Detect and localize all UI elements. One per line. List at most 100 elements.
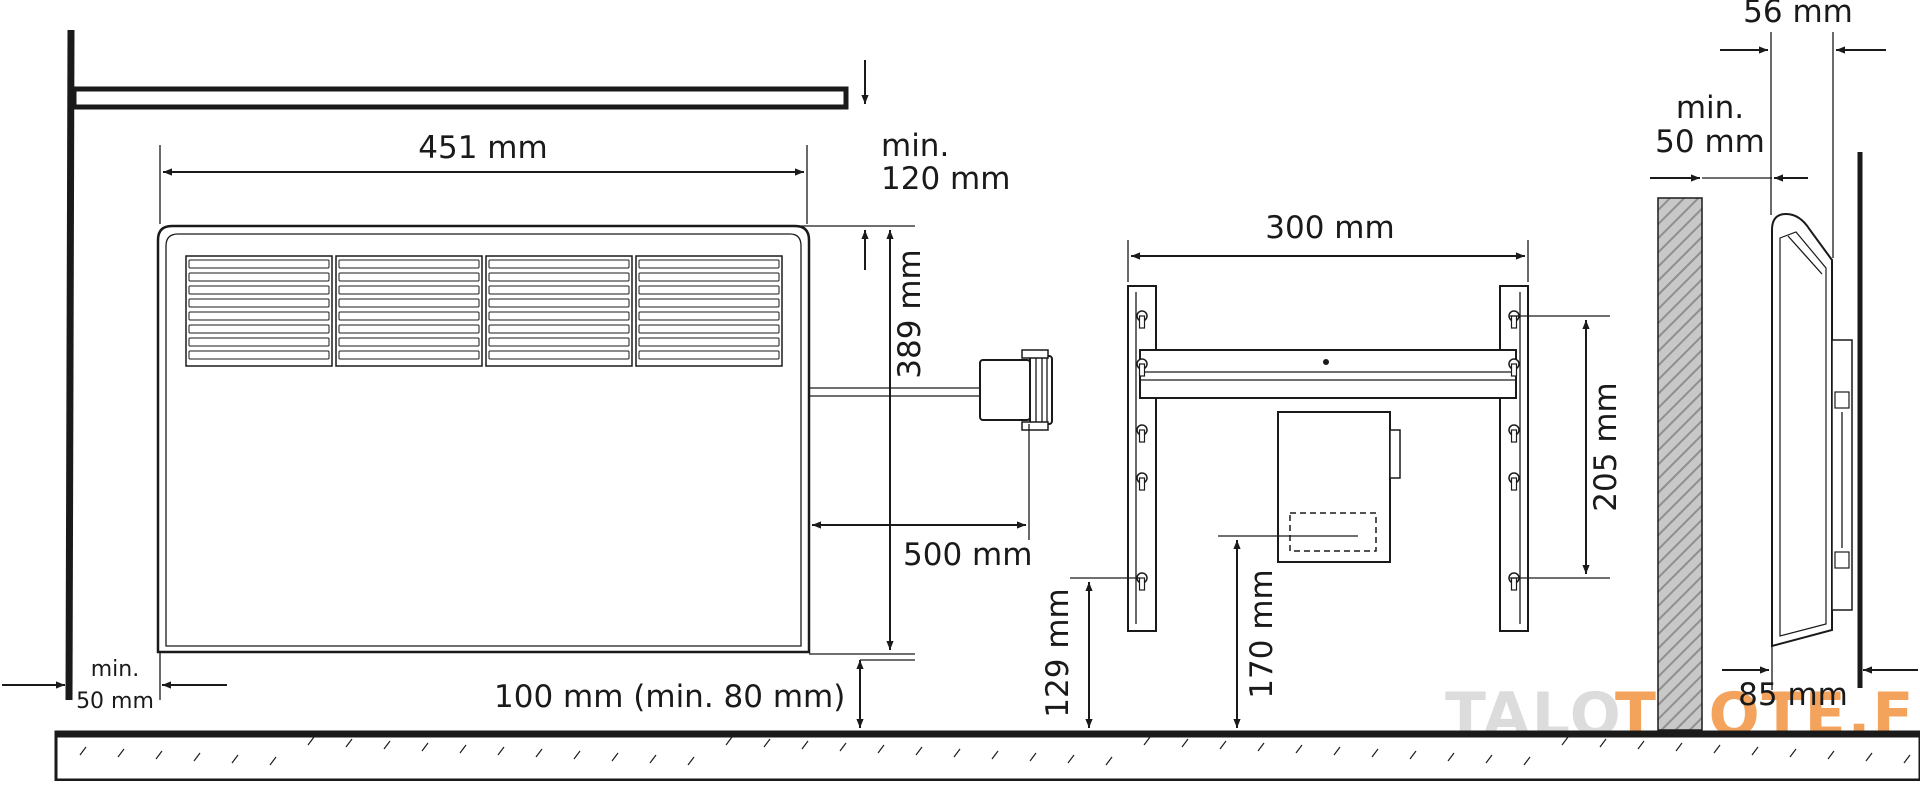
floor-texture: [1789, 748, 1797, 758]
grille-slat: [488, 324, 630, 334]
floor-texture: [1599, 738, 1607, 748]
floor-texture: [1903, 754, 1911, 764]
label-thermostat-height: 170 mm: [1244, 569, 1280, 698]
floor-texture: [345, 738, 353, 748]
label-bracket-hole-spacing: 205 mm: [1588, 382, 1624, 511]
dim-side-clearance: min. 50 mm: [2, 652, 227, 714]
grille-slat: [638, 337, 780, 347]
floor-texture: [1181, 738, 1189, 748]
grille-slat: [638, 324, 780, 334]
grille-slat: [338, 350, 480, 360]
grille-slat: [338, 259, 480, 269]
keyhole-slot: [1138, 429, 1146, 443]
floor-texture: [1143, 736, 1151, 746]
label-wall-clearance-min: min.: [1676, 90, 1744, 126]
keyhole-slot: [1138, 363, 1146, 377]
dim-bracket-hole-spacing: 205 mm: [1510, 315, 1624, 579]
floor-texture: [573, 750, 581, 760]
floor-texture: [1295, 744, 1303, 754]
label-side-clearance-value: 50 mm: [76, 689, 154, 714]
side-wall-hatched: [1657, 197, 1703, 731]
grille-slat: [338, 298, 480, 308]
grille-slat: [188, 350, 330, 360]
floor-texture: [1029, 752, 1037, 762]
keyhole-slot: [1138, 477, 1146, 491]
floor-texture: [1751, 746, 1759, 756]
front-wall: [65, 29, 849, 701]
label-bracket-width: 300 mm: [1265, 210, 1394, 246]
floor-texture: [611, 752, 619, 762]
grille-slat: [488, 337, 630, 347]
grille-slat: [488, 259, 630, 269]
label-heater-width: 451 mm: [418, 130, 547, 166]
dim-bracket-width: 300 mm: [1127, 210, 1529, 282]
dim-heater-height: 389 mm: [809, 230, 928, 655]
keyhole-slot: [1138, 315, 1146, 329]
grille-slat: [338, 311, 480, 321]
grille-slat: [188, 259, 330, 269]
floor-texture: [991, 750, 999, 760]
grille-slat: [638, 285, 780, 295]
dim-heater-width: 451 mm: [159, 130, 808, 224]
floor-texture: [383, 740, 391, 750]
label-top-clearance-min: min.: [881, 128, 949, 164]
grille-slat: [488, 311, 630, 321]
heater-grille: [185, 255, 783, 367]
grille-slat: [188, 298, 330, 308]
floor-texture: [1865, 752, 1873, 762]
floor-texture: [1105, 756, 1113, 766]
floor: [54, 730, 1920, 782]
floor-texture: [307, 736, 315, 746]
floor-texture: [1257, 742, 1265, 752]
dim-total-depth: 85 mm: [1722, 646, 1918, 713]
floor-texture: [1561, 736, 1569, 746]
grille-slat: [488, 298, 630, 308]
label-heater-height: 389 mm: [892, 249, 928, 378]
dim-side-depth: 56 mm: [1720, 0, 1886, 258]
heater-side: [1771, 212, 1853, 648]
label-total-depth: 85 mm: [1738, 677, 1848, 713]
mounting-bracket: [1127, 285, 1529, 632]
floor-texture: [231, 754, 239, 764]
floor-texture: [421, 742, 429, 752]
grille-slat: [638, 350, 780, 360]
grille-slat: [188, 324, 330, 334]
floor-texture: [1675, 742, 1683, 752]
floor-texture: [1713, 744, 1721, 754]
dim-cable-length: 500 mm: [812, 424, 1032, 573]
label-top-clearance-value: 120 mm: [881, 161, 1010, 197]
floor-texture: [687, 756, 695, 766]
grille-slat: [338, 285, 480, 295]
floor-texture: [725, 736, 733, 746]
floor-texture: [269, 756, 277, 766]
label-bracket-lower-hole: 129 mm: [1040, 588, 1076, 717]
keyhole-slot: [1510, 577, 1518, 591]
keyhole-slot: [1138, 577, 1146, 591]
keyhole-slot: [1510, 477, 1518, 491]
dim-floor-clearance: 100 mm (min. 80 mm): [494, 659, 915, 728]
dim-bracket-lower-hole: 129 mm: [1040, 577, 1140, 728]
floor-texture: [839, 742, 847, 752]
grille-slat: [188, 285, 330, 295]
grille-slat: [638, 259, 780, 269]
label-side-clearance-min: min.: [91, 657, 139, 682]
grille-slat: [638, 311, 780, 321]
keyhole-slot: [1510, 363, 1518, 377]
floor-texture: [649, 754, 657, 764]
label-side-depth: 56 mm: [1743, 0, 1853, 30]
floor-texture: [497, 746, 505, 756]
grille-slat: [338, 324, 480, 334]
grille-slat: [188, 337, 330, 347]
keyhole-slot: [1510, 315, 1518, 329]
floor-texture: [155, 750, 163, 760]
floor-texture: [193, 752, 201, 762]
floor-texture: [953, 748, 961, 758]
floor-texture: [1067, 754, 1075, 764]
floor-texture: [1371, 748, 1379, 758]
floor-texture: [915, 746, 923, 756]
dim-thermostat-height: 170 mm: [1218, 535, 1358, 728]
floor-texture: [1485, 754, 1493, 764]
floor-texture: [1219, 740, 1227, 750]
